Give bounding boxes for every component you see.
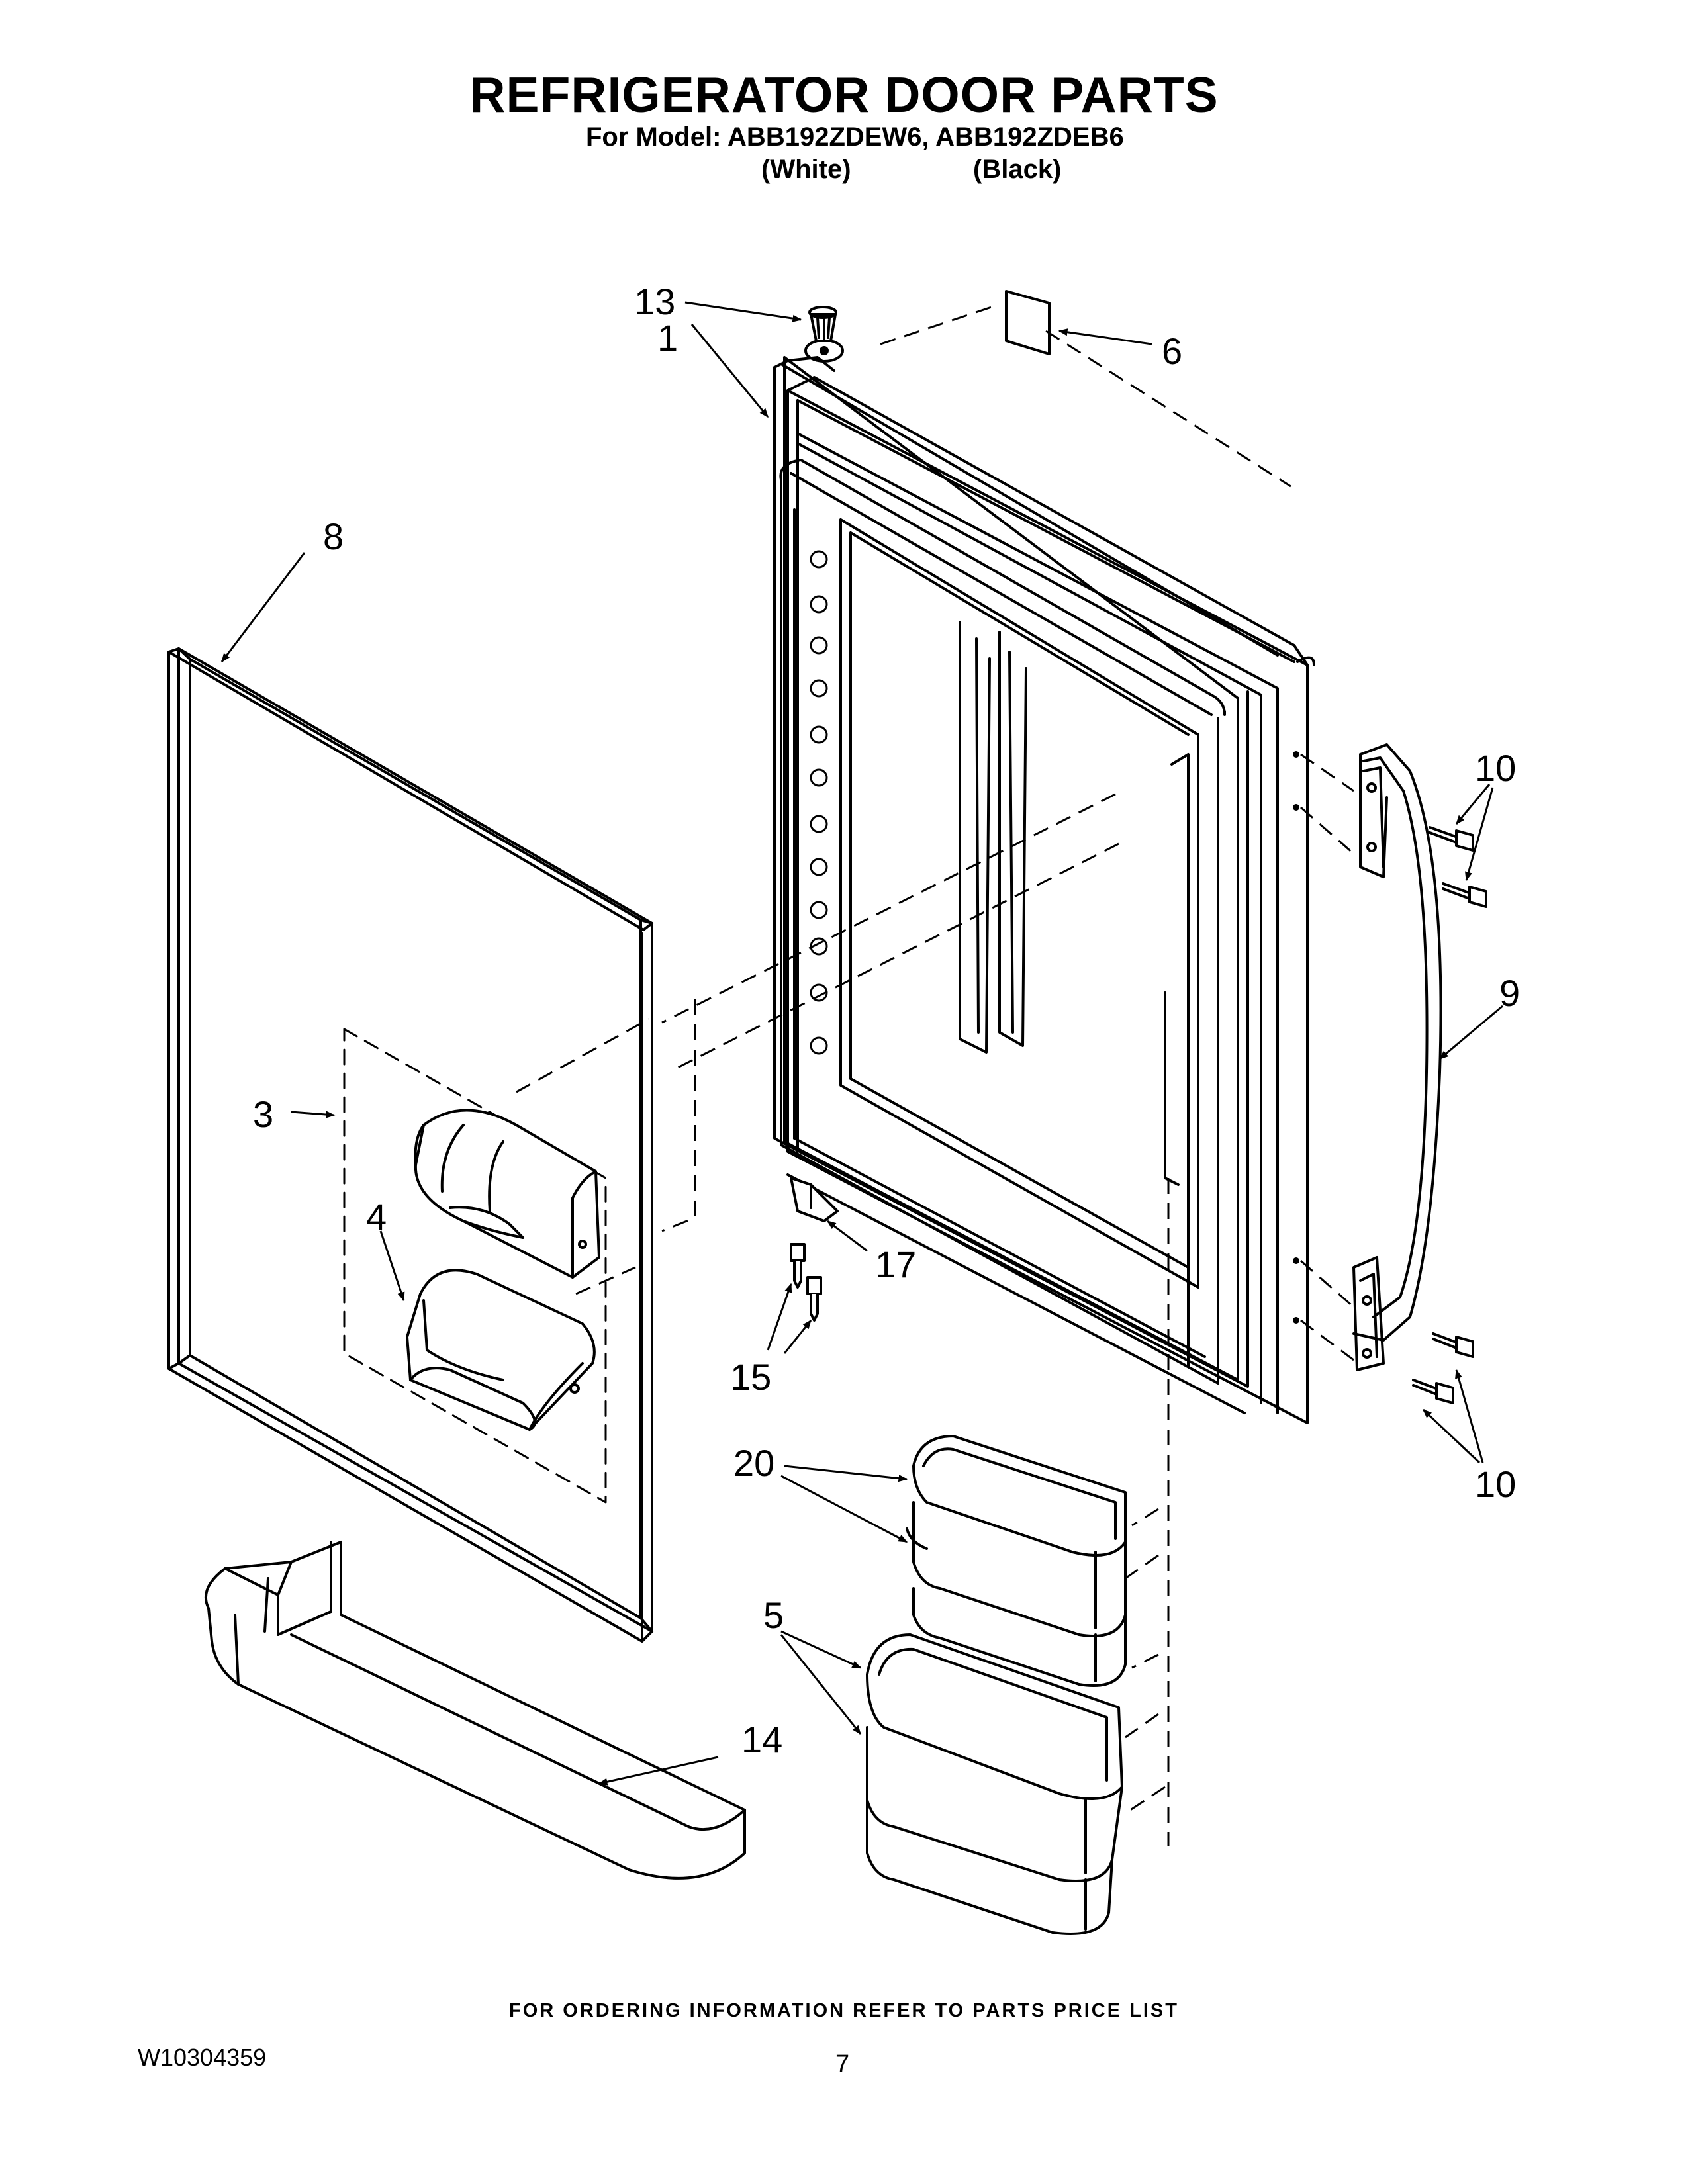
leader-10a2 (1465, 787, 1494, 882)
leader-5b (780, 1634, 862, 1735)
door-assembly (773, 339, 1315, 1424)
callout-13: 13 (634, 281, 675, 322)
ordering-note: FOR ORDERING INFORMATION REFER TO PARTS … (509, 2000, 1179, 2021)
lower-door-bins (866, 1633, 1123, 1935)
handle-screws (1412, 826, 1487, 1404)
document-number: W10304359 (138, 2044, 267, 2071)
page-title: REFRIGERATOR DOOR PARTS (469, 67, 1219, 122)
leader-20 (784, 1465, 908, 1482)
upper-door-bins (906, 1435, 1127, 1687)
callout-3: 3 (253, 1093, 273, 1135)
leader-10b2 (1422, 1408, 1481, 1464)
page-number: 7 (835, 2050, 850, 2078)
dispenser-tray (406, 1269, 596, 1431)
door-liner-panel (167, 647, 653, 1643)
callout-10-upper: 10 (1475, 747, 1516, 789)
hinge-bracket (790, 1177, 839, 1222)
hinge-screws (790, 1243, 822, 1322)
leader-4 (379, 1230, 405, 1302)
leader-15 (767, 1283, 792, 1351)
callout-17: 17 (875, 1244, 916, 1285)
callout-20: 20 (733, 1442, 774, 1484)
callout-14: 14 (741, 1719, 782, 1760)
leader-13 (684, 301, 802, 322)
color-label-black: (Black) (973, 155, 1062, 184)
leader-10b (1455, 1369, 1484, 1463)
leader-8 (220, 552, 306, 663)
top-plug (808, 306, 837, 342)
leader-3 (291, 1111, 336, 1118)
leader-6 (1058, 328, 1152, 345)
dispenser-cover (414, 1109, 600, 1279)
label-card (1005, 290, 1051, 355)
leader-1 (690, 324, 769, 418)
model-line: For Model: ABB192ZDEW6, ABB192ZDEB6 (586, 122, 1124, 152)
callout-9: 9 (1499, 972, 1520, 1014)
leader-14 (598, 1756, 719, 1786)
leader-15b (783, 1319, 812, 1354)
bottom-door-bin (205, 1541, 746, 1880)
callout-4: 4 (366, 1196, 387, 1238)
leader-5 (780, 1630, 862, 1669)
callout-15: 15 (730, 1356, 771, 1398)
callout-5: 5 (763, 1594, 784, 1636)
callout-6: 6 (1162, 330, 1182, 372)
color-label-white: (White) (761, 155, 851, 184)
callout-1: 1 (657, 317, 678, 359)
leader-20b (780, 1475, 908, 1543)
door-handle (1352, 743, 1442, 1371)
leader-9 (1438, 1005, 1503, 1060)
leader-17 (826, 1220, 868, 1252)
leader-10a (1455, 784, 1491, 825)
callout-10-lower: 10 (1475, 1463, 1516, 1505)
callout-8: 8 (323, 516, 344, 557)
